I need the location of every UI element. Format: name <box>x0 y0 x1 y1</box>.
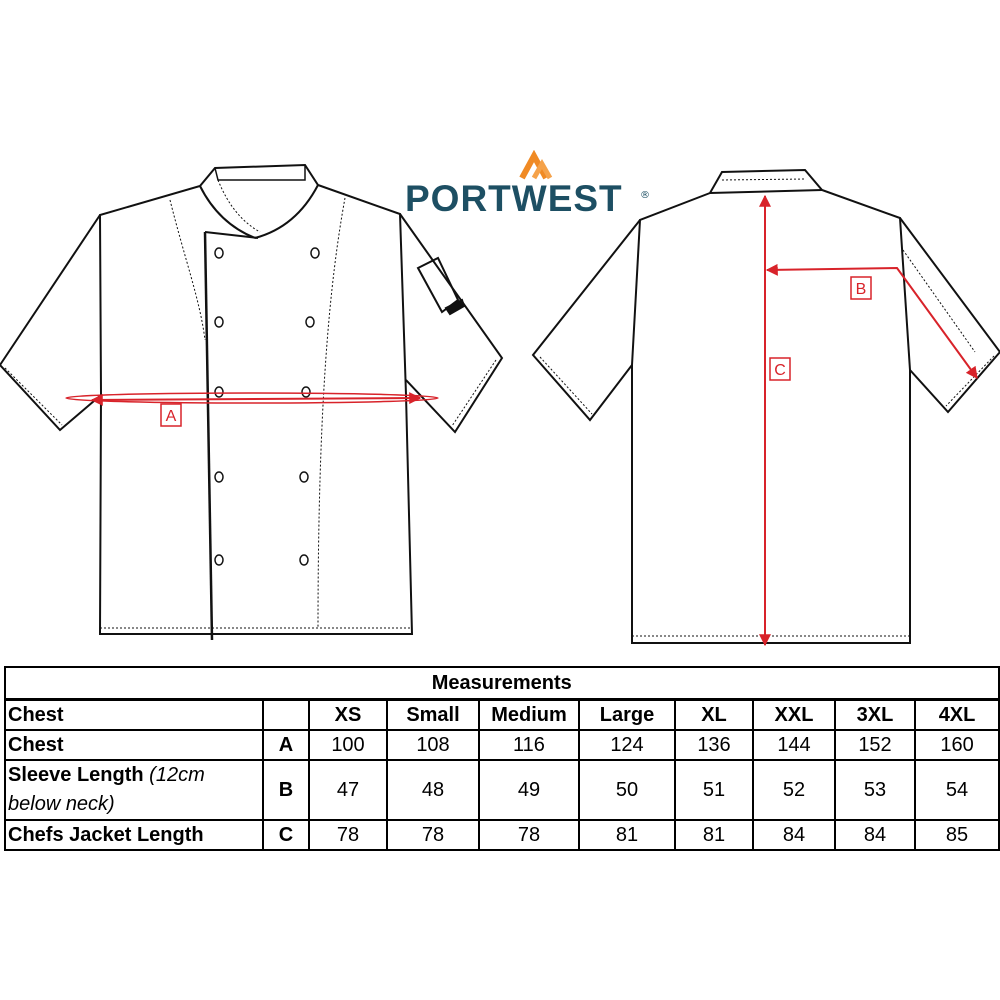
table-row: Chest A 100 108 116 124 136 144 152 160 <box>4 729 1000 761</box>
size-header-row: Chest XS Small Medium Large XL XXL 3XL 4… <box>4 698 1000 731</box>
measurements-table: Measurements Chest XS Small Medium Large… <box>3 666 1000 851</box>
cell: 78 <box>308 819 388 851</box>
cell: 54 <box>913 759 1000 821</box>
row-label: Sleeve Length (12cm below neck) <box>4 759 264 821</box>
cell: 152 <box>834 729 916 761</box>
cell: 78 <box>478 819 580 851</box>
measure-b: B <box>765 263 978 379</box>
marker-a-label: A <box>166 408 177 425</box>
cell: 81 <box>674 819 754 851</box>
cell: 51 <box>674 759 754 821</box>
size-large: Large <box>578 698 676 731</box>
measure-c: C <box>759 194 791 647</box>
size-xl: XL <box>674 698 754 731</box>
size-xxl: XXL <box>752 698 836 731</box>
size-3xl: 3XL <box>834 698 916 731</box>
row-label: Chefs Jacket Length <box>4 819 264 851</box>
cell: 160 <box>913 729 1000 761</box>
cell: 53 <box>834 759 916 821</box>
header-label: Chest <box>4 698 264 731</box>
measure-a: A <box>65 392 439 427</box>
table-row: Sleeve Length (12cm below neck) B 47 48 … <box>4 759 1000 821</box>
front-jacket <box>0 163 504 641</box>
table-title: Measurements <box>3 666 1000 701</box>
front-buttons <box>214 247 320 566</box>
row-note-cont: below neck) <box>8 793 115 815</box>
row-label-text: Sleeve Length <box>8 764 144 786</box>
size-small: Small <box>386 698 480 731</box>
cell: 100 <box>308 729 388 761</box>
row-code: A <box>262 729 310 761</box>
cell: 47 <box>308 759 388 821</box>
portwest-logo: PORTWEST ® <box>405 150 650 220</box>
cell: 116 <box>478 729 580 761</box>
size-medium: Medium <box>478 698 580 731</box>
back-jacket <box>531 168 1000 644</box>
jacket-diagram: A C B <box>0 163 1000 647</box>
size-4xl: 4XL <box>913 698 1000 731</box>
cell: 108 <box>386 729 480 761</box>
cell: 144 <box>752 729 836 761</box>
marker-c-label: C <box>774 362 786 379</box>
cell: 48 <box>386 759 480 821</box>
table-row: Chefs Jacket Length C 78 78 78 81 81 84 … <box>4 819 1000 851</box>
cell: 84 <box>752 819 836 851</box>
cell: 85 <box>913 819 1000 851</box>
size-xs: XS <box>308 698 388 731</box>
cell: 52 <box>752 759 836 821</box>
cell: 78 <box>386 819 480 851</box>
cell: 124 <box>578 729 676 761</box>
cell: 136 <box>674 729 754 761</box>
row-label: Chest <box>4 729 264 761</box>
row-code: B <box>262 759 310 821</box>
row-code: C <box>262 819 310 851</box>
logo-chevron-icon <box>519 150 553 180</box>
row-note: (12cm <box>149 764 205 786</box>
header-code <box>262 698 310 731</box>
cell: 81 <box>578 819 676 851</box>
logo-registered-mark: ® <box>640 190 650 201</box>
logo-wordmark: PORTWEST <box>405 178 623 219</box>
cell: 50 <box>578 759 676 821</box>
marker-b-label: B <box>856 281 867 298</box>
cell: 49 <box>478 759 580 821</box>
cell: 84 <box>834 819 916 851</box>
